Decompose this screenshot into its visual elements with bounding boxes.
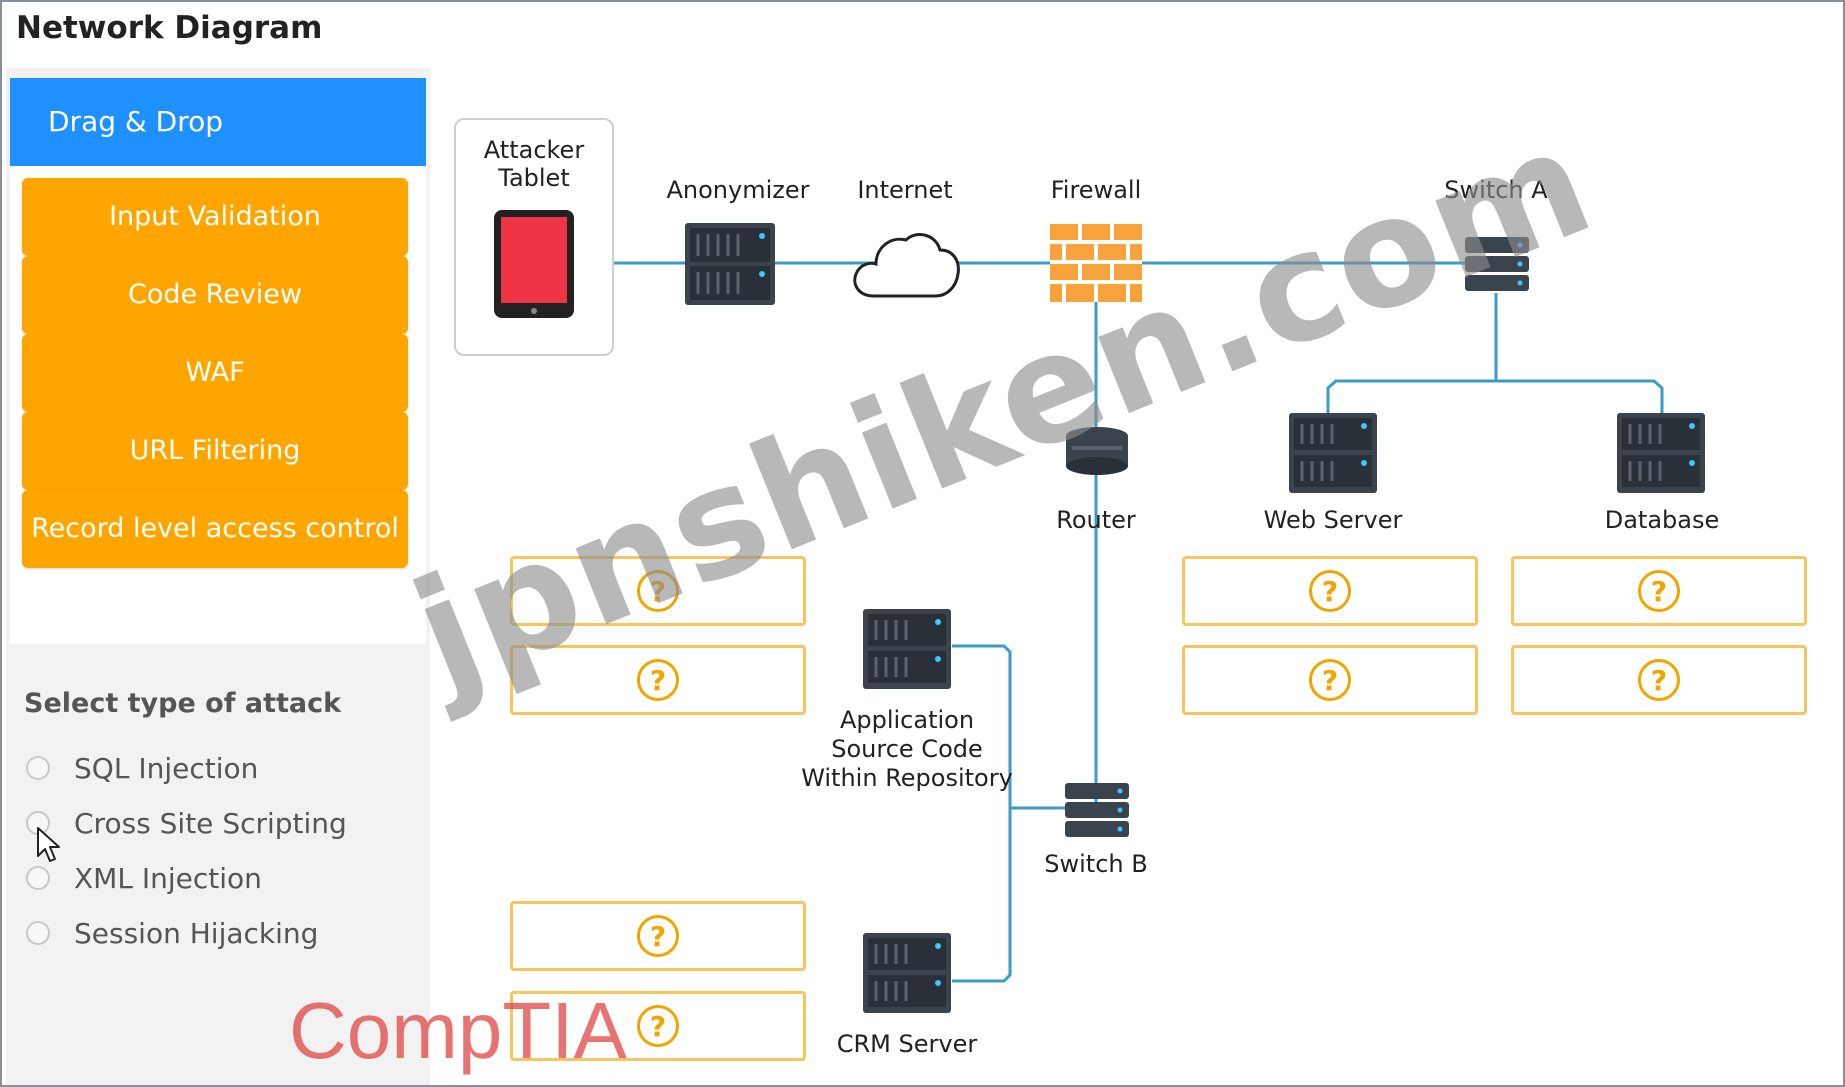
question-icon: ? <box>1638 570 1680 612</box>
crm-server-label: CRM Server <box>836 1030 978 1058</box>
app-repo-server-icon <box>863 609 951 689</box>
question-icon: ? <box>637 659 679 701</box>
drop-slot-crm-2[interactable]: ? <box>510 991 806 1061</box>
switch-a-icon <box>1465 237 1529 291</box>
radio-sql-injection[interactable]: SQL Injection <box>26 748 258 788</box>
drop-slot-app-repo-2[interactable]: ? <box>510 645 806 715</box>
option-record-level-access-control[interactable]: Record level access control <box>22 490 408 568</box>
option-waf[interactable]: WAF <box>22 334 408 412</box>
database-label: Database <box>1604 506 1720 534</box>
link-switch-a-web-server <box>1326 293 1498 413</box>
radio-session-hijacking[interactable]: Session Hijacking <box>26 913 318 953</box>
radio-label: Session Hijacking <box>74 916 319 950</box>
web-server-label: Web Server <box>1263 506 1403 534</box>
radio-circle[interactable] <box>26 756 50 780</box>
attack-type-title: Select type of attack <box>24 688 342 719</box>
question-icon: ? <box>637 915 679 957</box>
cloud-icon <box>853 233 960 298</box>
option-input-validation[interactable]: Input Validation <box>22 178 408 256</box>
radio-label: XML Injection <box>74 861 262 895</box>
question-icon: ? <box>637 570 679 612</box>
attacker-label: Attacker Tablet <box>483 136 585 192</box>
radio-circle[interactable] <box>26 866 50 890</box>
app-repo-label: Application Source Code Within Repositor… <box>797 706 1017 793</box>
app-repo-label-line1: Application <box>839 706 975 734</box>
drop-slot-web-server-2[interactable]: ? <box>1182 645 1478 715</box>
question-icon: ? <box>1309 570 1351 612</box>
tablet-icon <box>494 210 574 318</box>
router-icon <box>1066 427 1128 475</box>
switch-a-label: Switch A <box>1444 176 1548 204</box>
question-icon: ? <box>1309 659 1351 701</box>
radio-label: SQL Injection <box>74 751 259 785</box>
option-code-review[interactable]: Code Review <box>22 256 408 334</box>
web-server-icon <box>1289 413 1377 493</box>
app-repo-label-line3: Within Repository <box>801 764 1013 792</box>
drop-slot-database-1[interactable]: ? <box>1511 556 1807 626</box>
left-panel: Drag & Drop Input Validation Code Review… <box>6 68 430 1085</box>
firewall-icon <box>1050 224 1142 302</box>
crm-server-icon <box>863 933 951 1013</box>
mouse-cursor-icon <box>37 827 60 862</box>
radio-xml-injection[interactable]: XML Injection <box>26 858 262 898</box>
drop-slot-app-repo-1[interactable]: ? <box>510 556 806 626</box>
anonymizer-label: Anonymizer <box>666 176 810 204</box>
page-title: Network Diagram <box>16 10 323 46</box>
link-app-crm <box>952 644 1012 983</box>
app-repo-label-line2: Source Code <box>831 735 983 763</box>
radio-circle[interactable] <box>26 921 50 945</box>
anonymizer-server-icon <box>685 223 775 305</box>
switch-b-label: Switch B <box>1044 850 1148 878</box>
drag-drop-card: Drag & Drop Input Validation Code Review… <box>10 78 426 644</box>
database-icon <box>1617 413 1705 493</box>
drop-slot-database-2[interactable]: ? <box>1511 645 1807 715</box>
question-icon: ? <box>637 1005 679 1047</box>
question-icon: ? <box>1638 659 1680 701</box>
router-label: Router <box>1056 506 1136 534</box>
option-url-filtering[interactable]: URL Filtering <box>22 412 408 490</box>
drag-drop-header: Drag & Drop <box>10 78 426 166</box>
firewall-label: Firewall <box>1050 176 1142 204</box>
internet-label: Internet <box>857 176 953 204</box>
link-switch-a-database <box>1496 379 1664 413</box>
comptia-logo: CompTIA <box>289 986 627 1075</box>
radio-label: Cross Site Scripting <box>74 806 347 840</box>
drop-slot-web-server-1[interactable]: ? <box>1182 556 1478 626</box>
switch-b-icon <box>1065 783 1129 837</box>
drop-slot-crm-1[interactable]: ? <box>510 901 806 971</box>
network-diagram: Attacker Tablet Anonymizer Internet Fire… <box>432 68 1842 1085</box>
radio-cross-site-scripting[interactable]: Cross Site Scripting <box>26 803 347 843</box>
